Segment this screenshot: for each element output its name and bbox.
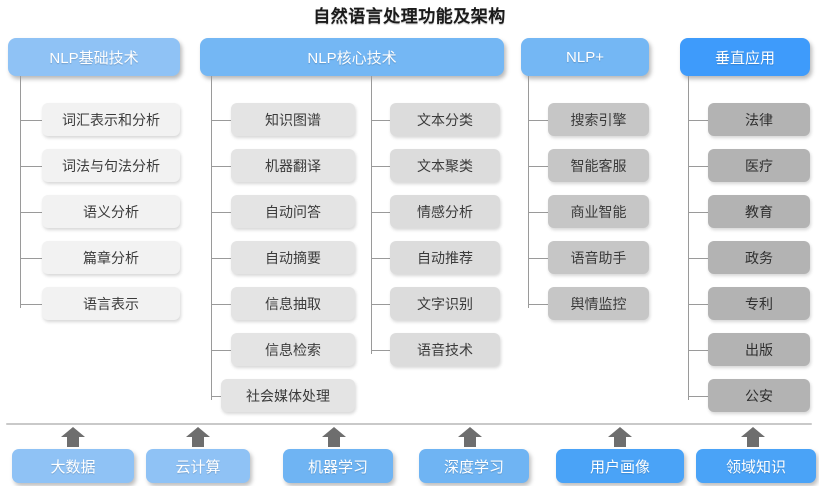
- foundation-pill[interactable]: 领域知识: [696, 449, 816, 483]
- leaf-box[interactable]: 社会媒体处理: [221, 379, 355, 412]
- leaf-box[interactable]: 商业智能: [548, 195, 649, 228]
- connector-trunk-nlp-plus: [528, 76, 529, 308]
- connector-branch: [211, 396, 221, 397]
- up-arrow-icon: [60, 426, 86, 448]
- connector-branch: [371, 120, 390, 121]
- leaf-box[interactable]: 医疗: [708, 149, 810, 182]
- connector-trunk-vertical-apps: [688, 76, 689, 400]
- leaf-box[interactable]: 词法与句法分析: [42, 149, 180, 182]
- connector-branch: [528, 304, 548, 305]
- leaf-box[interactable]: 文字识别: [390, 287, 500, 320]
- leaf-box[interactable]: 政务: [708, 241, 810, 274]
- leaf-box[interactable]: 教育: [708, 195, 810, 228]
- foundation-divider: [6, 423, 812, 425]
- foundation-pill[interactable]: 深度学习: [419, 449, 529, 483]
- leaf-box[interactable]: 智能客服: [548, 149, 649, 182]
- connector-branch: [688, 120, 708, 121]
- leaf-box[interactable]: 舆情监控: [548, 287, 649, 320]
- connector-trunk-nlp-core-right: [371, 76, 372, 354]
- connector-branch: [371, 212, 390, 213]
- connector-branch: [211, 120, 231, 121]
- leaf-box[interactable]: 自动推荐: [390, 241, 500, 274]
- leaf-box[interactable]: 篇章分析: [42, 241, 180, 274]
- header-nlp-core[interactable]: NLP核心技术: [200, 38, 504, 76]
- connector-branch: [20, 212, 42, 213]
- connector-branch: [20, 304, 42, 305]
- up-arrow-icon: [185, 426, 211, 448]
- leaf-box[interactable]: 机器翻译: [231, 149, 355, 182]
- leaf-box[interactable]: 语言表示: [42, 287, 180, 320]
- connector-branch: [688, 350, 708, 351]
- leaf-box[interactable]: 自动问答: [231, 195, 355, 228]
- header-nlp-basic[interactable]: NLP基础技术: [8, 38, 180, 76]
- leaf-box[interactable]: 文本聚类: [390, 149, 500, 182]
- page-title: 自然语言处理功能及架构: [313, 7, 506, 26]
- foundation-pill[interactable]: 用户画像: [556, 449, 684, 483]
- leaf-box[interactable]: 专利: [708, 287, 810, 320]
- up-arrow-icon: [457, 426, 483, 448]
- connector-trunk-nlp-basic: [20, 76, 21, 308]
- connector-branch: [688, 258, 708, 259]
- leaf-box[interactable]: 出版: [708, 333, 810, 366]
- up-arrow-icon: [740, 426, 766, 448]
- connector-branch: [211, 258, 231, 259]
- connector-branch: [528, 258, 548, 259]
- connector-branch: [211, 212, 231, 213]
- connector-branch: [528, 166, 548, 167]
- connector-branch: [371, 304, 390, 305]
- connector-branch: [371, 350, 390, 351]
- header-nlp-plus[interactable]: NLP+: [521, 38, 649, 76]
- leaf-box[interactable]: 信息抽取: [231, 287, 355, 320]
- connector-branch: [688, 166, 708, 167]
- leaf-box[interactable]: 法律: [708, 103, 810, 136]
- connector-branch: [528, 212, 548, 213]
- connector-branch: [371, 258, 390, 259]
- leaf-box[interactable]: 搜索引擎: [548, 103, 649, 136]
- leaf-box[interactable]: 词汇表示和分析: [42, 103, 180, 136]
- leaf-box[interactable]: 语义分析: [42, 195, 180, 228]
- leaf-box[interactable]: 文本分类: [390, 103, 500, 136]
- leaf-box[interactable]: 自动摘要: [231, 241, 355, 274]
- connector-branch: [211, 166, 231, 167]
- connector-branch: [371, 166, 390, 167]
- up-arrow-icon: [607, 426, 633, 448]
- up-arrow-icon: [321, 426, 347, 448]
- header-vertical-apps[interactable]: 垂直应用: [680, 38, 810, 76]
- foundation-pill[interactable]: 大数据: [12, 449, 134, 483]
- connector-branch: [20, 166, 42, 167]
- foundation-pill[interactable]: 云计算: [146, 449, 250, 483]
- leaf-box[interactable]: 信息检索: [231, 333, 355, 366]
- connector-trunk-nlp-core-left: [211, 76, 212, 400]
- leaf-box[interactable]: 语音助手: [548, 241, 649, 274]
- connector-branch: [211, 350, 231, 351]
- leaf-box[interactable]: 知识图谱: [231, 103, 355, 136]
- connector-branch: [528, 120, 548, 121]
- foundation-pill[interactable]: 机器学习: [283, 449, 393, 483]
- connector-branch: [20, 120, 42, 121]
- connector-branch: [688, 396, 708, 397]
- leaf-box[interactable]: 语音技术: [390, 333, 500, 366]
- leaf-box[interactable]: 情感分析: [390, 195, 500, 228]
- connector-branch: [688, 304, 708, 305]
- leaf-box[interactable]: 公安: [708, 379, 810, 412]
- connector-branch: [20, 258, 42, 259]
- connector-branch: [688, 212, 708, 213]
- connector-branch: [211, 304, 231, 305]
